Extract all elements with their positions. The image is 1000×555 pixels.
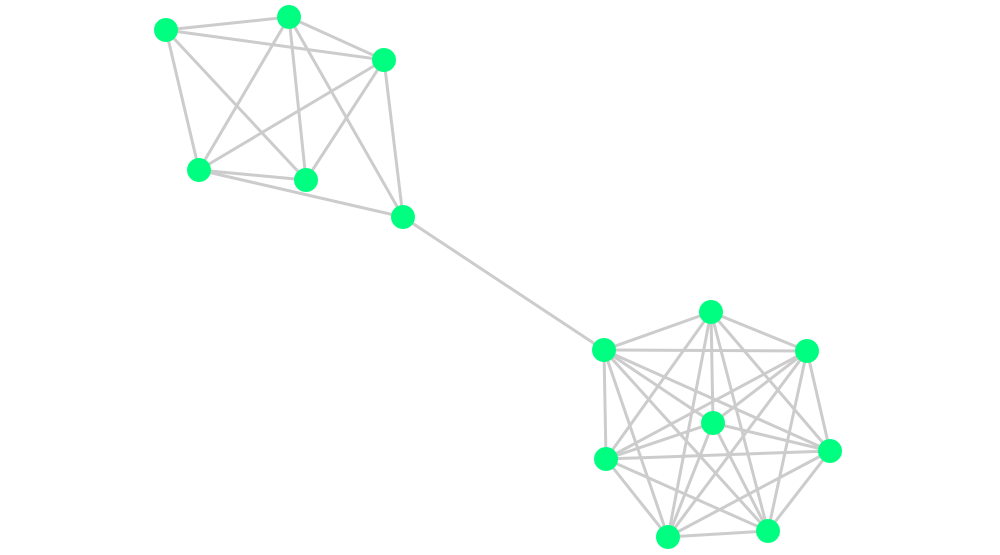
node-a5[interactable] [294,168,318,192]
edge-a6-b1 [401,215,606,352]
edge-b1-b3 [602,348,809,353]
node-a6[interactable] [391,205,415,229]
edge-a1-a3 [164,28,386,62]
node-b1[interactable] [592,338,616,362]
edge-b5-b8 [604,457,770,533]
edge-b7-b8 [666,529,770,539]
edges-layer [164,15,832,539]
node-b5[interactable] [594,447,618,471]
edge-b5-b7 [604,457,670,539]
edge-b5-b6 [604,449,832,461]
edge-a1-a4 [164,28,201,172]
node-b6[interactable] [818,439,842,463]
nodes-layer [154,5,842,549]
edge-b1-b2 [602,310,713,352]
node-b2[interactable] [699,300,723,324]
node-a1[interactable] [154,18,178,42]
edge-b4-b6 [711,421,832,453]
edge-a1-a2 [164,15,291,32]
edge-b4-b8 [711,421,770,533]
node-b7[interactable] [656,525,680,549]
edge-b6-b8 [766,449,832,533]
edge-b3-b6 [805,349,832,453]
edge-b3-b7 [666,349,809,539]
edge-a3-a6 [382,58,405,219]
edge-b4-b7 [666,421,715,539]
edge-b3-b5 [604,349,809,461]
edge-b2-b4 [709,310,715,425]
node-a3[interactable] [372,48,396,72]
edge-b3-b4 [711,349,809,425]
node-a2[interactable] [277,5,301,29]
edge-b2-b8 [709,310,770,533]
edge-b2-b3 [709,310,809,353]
edge-a2-a4 [197,15,291,172]
edge-b2-b7 [666,310,713,539]
edge-b6-b7 [666,449,832,539]
edge-b4-b5 [604,421,715,461]
edge-b1-b5 [602,348,608,461]
node-b3[interactable] [795,339,819,363]
edge-a4-a5 [197,168,308,182]
edge-a4-a6 [197,168,405,219]
edge-a2-a5 [287,15,308,182]
node-b8[interactable] [756,519,780,543]
node-b4[interactable] [701,411,725,435]
edge-a3-a4 [197,58,386,172]
edge-a3-a5 [304,58,386,182]
edge-a2-a3 [287,15,386,62]
edge-b2-b5 [604,310,713,461]
node-a4[interactable] [187,158,211,182]
edge-b2-b6 [709,310,832,453]
